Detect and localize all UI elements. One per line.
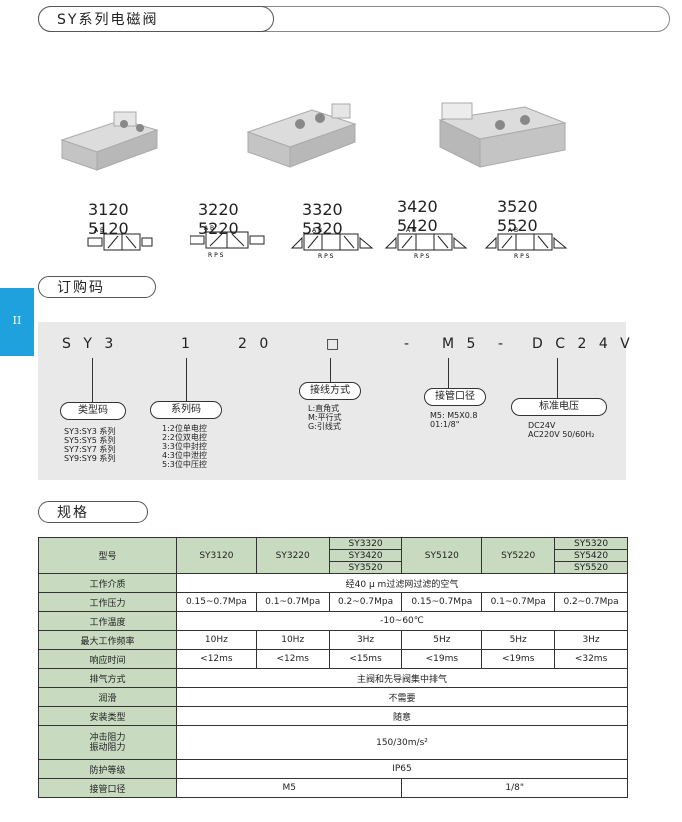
cell-model: SY5520 bbox=[554, 561, 628, 574]
tag-series-code: 系列码 bbox=[150, 401, 222, 419]
cell-value: 0.2~0.7Mpa bbox=[328, 592, 403, 612]
cell-value: 0.1~0.7Mpa bbox=[481, 592, 556, 612]
cell-label: 润滑 bbox=[38, 687, 177, 707]
cell-value: 不需要 bbox=[176, 687, 628, 707]
cell-value: 5Hz bbox=[481, 630, 556, 650]
cell-label: 冲击阻力振动阻力 bbox=[38, 725, 177, 760]
code-wiring: □ bbox=[326, 336, 344, 352]
cell-label: 工作压力 bbox=[38, 592, 177, 612]
cell-value: 5Hz bbox=[401, 630, 483, 650]
valve-symbol-3: A B R P S bbox=[290, 227, 374, 260]
cell-label: 防护等级 bbox=[38, 759, 177, 779]
cell-model: SY5320 bbox=[554, 537, 628, 550]
cell-value: M5 bbox=[175, 778, 403, 798]
connector-line bbox=[330, 358, 331, 382]
svg-text:A B: A B bbox=[508, 227, 518, 234]
note-port: M5: M5X0.8 01:1/8" bbox=[430, 411, 478, 429]
connector-line bbox=[448, 358, 449, 388]
valve-image-3120 bbox=[60, 111, 159, 171]
valve-symbol-1: A B bbox=[87, 227, 153, 251]
cell-value: <12ms bbox=[255, 649, 330, 669]
svg-text:A B: A B bbox=[204, 225, 214, 232]
cell-value: <32ms bbox=[554, 649, 628, 669]
cell-model: SY5120 bbox=[401, 537, 483, 574]
cell-model: SY3220 bbox=[255, 537, 330, 574]
valve-symbol-4: A B R P S bbox=[384, 227, 468, 260]
cell-value: <19ms bbox=[481, 649, 556, 669]
cell-value: <15ms bbox=[328, 649, 403, 669]
code-type: 1 bbox=[181, 336, 194, 352]
tag-port: 接管口径 bbox=[424, 388, 486, 406]
cell-model-label: 型号 bbox=[38, 537, 177, 574]
cell-value: <19ms bbox=[401, 649, 483, 669]
cell-model: SY5420 bbox=[554, 549, 628, 562]
note-wiring: L:直角式 M:平行式 G:引线式 bbox=[308, 404, 342, 431]
cell-label: 工作温度 bbox=[38, 611, 177, 631]
cell-label: 响应时间 bbox=[38, 649, 177, 669]
cell-value: 3Hz bbox=[554, 630, 628, 650]
order-section-title: 订购码 bbox=[38, 276, 156, 298]
cell-value: 0.15~0.7Mpa bbox=[176, 592, 257, 612]
cell-value: 0.2~0.7Mpa bbox=[554, 592, 628, 612]
note-series: 1:2位单电控 2:2位双电控 3:3位中封控 4:3位中泄控 5:3位中压控 bbox=[162, 424, 207, 469]
connector-line bbox=[92, 358, 93, 402]
valve-symbol-2: A B R P S bbox=[190, 225, 265, 259]
cell-value: 3Hz bbox=[328, 630, 403, 650]
cell-value: 1/8" bbox=[401, 778, 628, 798]
connector-line bbox=[557, 358, 558, 398]
tag-wiring: 接线方式 bbox=[299, 382, 361, 400]
cell-value: 主阀和先导阀集中排气 bbox=[176, 668, 628, 688]
code-series: S Y 3 bbox=[62, 336, 118, 352]
cell-model: SY3420 bbox=[328, 549, 403, 562]
cell-value: 0.1~0.7Mpa bbox=[255, 592, 330, 612]
note-type: SY3:SY3 系列 SY5:SY5 系列 SY7:SY7 系列 SY9:SY9… bbox=[64, 427, 116, 463]
valve-symbol-5: A B R P S bbox=[484, 227, 568, 260]
cell-label: 工作介质 bbox=[38, 573, 177, 593]
code-port-count: 2 0 bbox=[238, 336, 273, 352]
code-port: M 5 bbox=[442, 336, 480, 352]
svg-text:A B: A B bbox=[406, 227, 416, 234]
cell-label: 安装类型 bbox=[38, 706, 177, 726]
svg-text:R P S: R P S bbox=[208, 252, 224, 259]
tag-type-code: 类型码 bbox=[60, 402, 126, 420]
spec-table: 型号 SY3120 SY3220 SY3320 SY5120 SY5220 SY… bbox=[38, 537, 628, 798]
note-voltage: DC24V AC220V 50/60H₂ bbox=[528, 421, 595, 439]
cell-model: SY3120 bbox=[176, 537, 257, 574]
cell-value: 10Hz bbox=[255, 630, 330, 650]
cell-model: SY3520 bbox=[328, 561, 403, 574]
connector-line bbox=[186, 358, 187, 402]
cell-value: 0.15~0.7Mpa bbox=[401, 592, 483, 612]
page-title: SY系列电磁阀 bbox=[38, 6, 274, 32]
cell-value: 150/30m/s² bbox=[176, 725, 628, 760]
cell-value: 随意 bbox=[176, 706, 628, 726]
spec-section-title: 规格 bbox=[38, 501, 148, 523]
svg-text:A B: A B bbox=[94, 227, 104, 234]
svg-text:R P S: R P S bbox=[514, 253, 530, 260]
svg-text:A B: A B bbox=[312, 227, 322, 234]
cell-label: 最大工作频率 bbox=[38, 630, 177, 650]
cell-label: 排气方式 bbox=[38, 668, 177, 688]
code-voltage: D C 2 4 V bbox=[532, 336, 634, 352]
svg-text:R P S: R P S bbox=[318, 253, 334, 260]
cell-label: 接管口径 bbox=[38, 778, 177, 798]
side-tab[interactable]: II bbox=[0, 288, 34, 356]
cell-value: <12ms bbox=[176, 649, 257, 669]
code-dash-1: - bbox=[404, 336, 414, 352]
cell-model: SY5220 bbox=[481, 537, 556, 574]
valve-image-3220 bbox=[246, 103, 357, 168]
cell-model: SY3320 bbox=[328, 537, 403, 550]
cell-value: IP65 bbox=[176, 759, 628, 779]
svg-text:R P S: R P S bbox=[414, 253, 430, 260]
valve-image-3420 bbox=[438, 102, 567, 168]
code-dash-2: - bbox=[498, 336, 508, 352]
cell-value: -10~60℃ bbox=[176, 611, 628, 631]
cell-value: 10Hz bbox=[176, 630, 257, 650]
cell-value: 经40 μ m过滤网过滤的空气 bbox=[176, 573, 628, 593]
tag-voltage: 标准电压 bbox=[511, 398, 607, 416]
